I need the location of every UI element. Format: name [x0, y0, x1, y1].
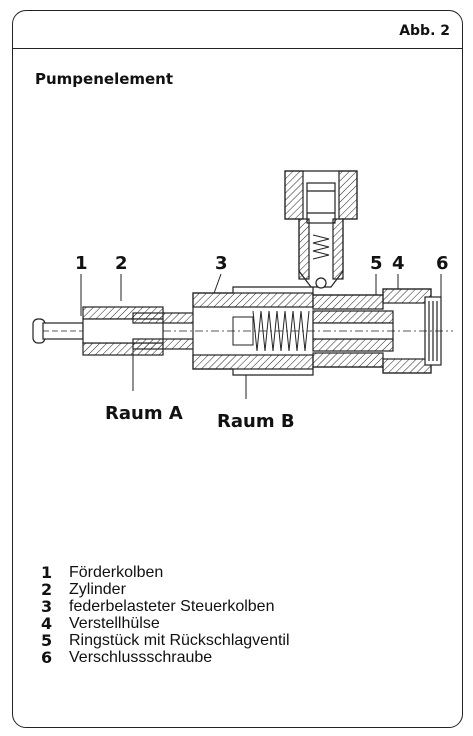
pump-element-drawing: 1 2 3 5 4 6 [32, 170, 453, 432]
legend-text: Zylinder [69, 581, 126, 598]
header-divider [13, 48, 462, 49]
callout-2: 2 [115, 253, 128, 274]
legend-item: 3 federbelasteter Steuerkolben [41, 598, 290, 615]
legend-text: Verschlussschraube [69, 649, 213, 666]
legend-item: 5 Ringstück mit Rückschlagventil [41, 632, 290, 649]
legend-item: 4 Verstellhülse [41, 615, 290, 632]
legend-number: 5 [41, 631, 53, 650]
parts-legend: 1 Förderkolben 2 Zylinder 3 federbelasteter… [41, 564, 290, 666]
callout-4: 4 [392, 253, 405, 274]
figure-number: Abb. 2 [399, 23, 450, 39]
legend-number: 4 [41, 614, 53, 633]
callout-3: 3 [215, 253, 228, 274]
legend-text: Förderkolben [69, 564, 164, 581]
legend-text: Verstellhülse [69, 615, 160, 632]
legend-text: federbelasteter Steuerkolben [69, 598, 275, 615]
legend-number: 3 [41, 597, 53, 616]
legend-item: 1 Förderkolben [41, 564, 290, 581]
callout-5: 5 [370, 253, 383, 274]
piston-rod [32, 318, 163, 344]
figure-frame: Abb. 2 Pumpenelement 1 2 3 5 4 6 [12, 10, 463, 728]
legend-item: 6 Verschlussschraube [41, 649, 290, 666]
figure-title: Pumpenelement [35, 70, 174, 88]
callout-1: 1 [75, 253, 88, 274]
cylinder [82, 306, 196, 356]
legend-text: Ringstück mit Rückschlagventil [69, 632, 290, 649]
legend-number: 2 [41, 580, 53, 599]
callout-6: 6 [436, 253, 449, 274]
legend-number: 1 [41, 563, 53, 582]
check-valve-ring [284, 170, 358, 289]
legend-number: 6 [41, 648, 53, 667]
legend-item: 2 Zylinder [41, 581, 290, 598]
region-label-b: Raum B [217, 411, 295, 432]
region-label-a: Raum A [105, 403, 183, 424]
adjusting-sleeve [312, 310, 394, 352]
